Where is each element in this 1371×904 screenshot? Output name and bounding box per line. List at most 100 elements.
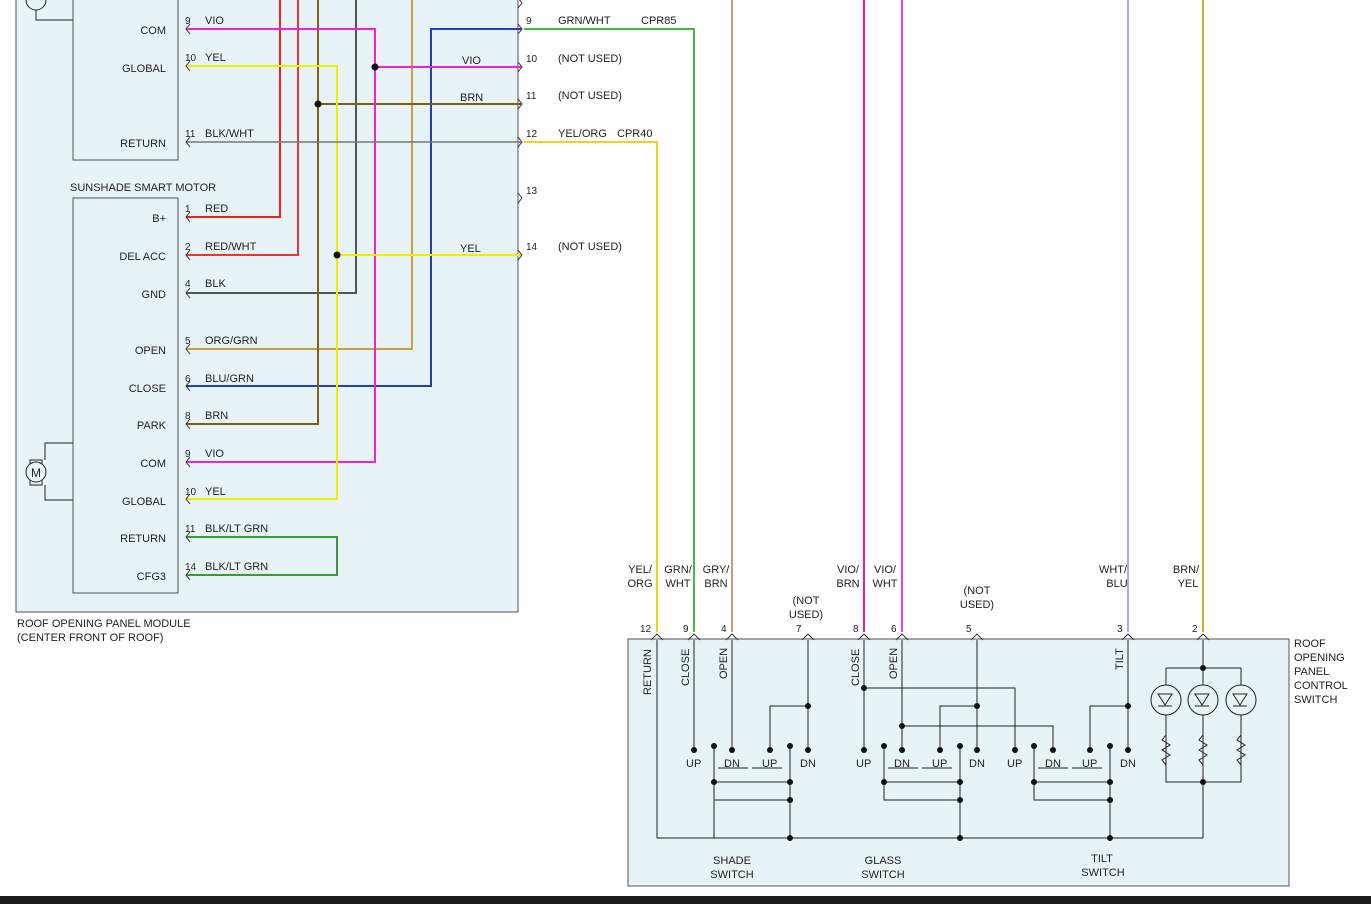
wire-blk xyxy=(186,0,357,294)
sw-pin-6: 6 xyxy=(891,624,897,635)
upper-motor-box xyxy=(72,0,179,161)
dn-label: DN xyxy=(894,758,910,770)
ss-pin-num-6: 6 xyxy=(185,374,191,385)
edge-pin-num-11: 11 xyxy=(526,91,537,102)
junction-yel xyxy=(333,251,341,259)
sw-pin-2: 2 xyxy=(1192,624,1198,635)
edge-pin-circuit-9: CPR85 xyxy=(641,15,676,27)
shade-switch-1: SHADE xyxy=(713,855,751,867)
ss-pin-num-10: 10 xyxy=(185,487,197,498)
resistor-icon xyxy=(1161,734,1171,766)
sw-wire-notused-5-1: (NOT xyxy=(964,585,991,597)
switch-circuits xyxy=(656,640,1242,841)
sw-wire-vio-wht-2: WHT xyxy=(872,578,897,590)
sunshade-pin-label-return: RETURN xyxy=(120,533,166,545)
sunshade-pin-label-open: OPEN xyxy=(135,345,166,357)
sunshade-motor-box xyxy=(72,197,179,594)
wire-label-brn-c11: BRN xyxy=(460,92,483,104)
cs-title-2: OPENING xyxy=(1294,652,1345,664)
dn-label: DN xyxy=(800,758,816,770)
upper-pin-wire-9: VIO xyxy=(205,15,224,27)
sw-pin-8: 8 xyxy=(853,624,859,635)
sunshade-pin-label-global: GLOBAL xyxy=(122,496,166,508)
edge-pin-wire-12: YEL/ORG xyxy=(558,128,607,140)
junction-vio xyxy=(371,63,379,71)
resistor-icon xyxy=(1198,734,1208,766)
sunshade-pin-label-bplus: B+ xyxy=(152,213,166,225)
edge-connector: 9 GRN/WHT CPR85 10 (NOT USED) 11 (NOT US… xyxy=(517,0,676,261)
ss-pin-num-4: 4 xyxy=(185,279,191,290)
wire-blu-grn xyxy=(186,28,521,387)
sunshade-pin-label-cfg3: CFG3 xyxy=(137,571,166,583)
sw-wire-notused-7-1: (NOT xyxy=(793,595,820,607)
ss-pin-num-14: 14 xyxy=(185,562,197,573)
ss-pin-wire-9: VIO xyxy=(205,448,224,460)
wire-yel xyxy=(186,65,338,500)
wire-red xyxy=(186,0,281,218)
module-title-line2: (CENTER FRONT OF ROOF) xyxy=(17,632,163,644)
edge-pin-num-10: 10 xyxy=(526,54,538,65)
ss-pin-wire-8: BRN xyxy=(205,410,228,422)
bottom-scrollbar[interactable] xyxy=(0,896,1371,904)
edge-pin-wire-11: (NOT USED) xyxy=(558,90,622,102)
upper-pin-num-11: 11 xyxy=(185,129,196,140)
wire-label-vio-c10: VIO xyxy=(462,55,481,67)
edge-pin-wire-9: GRN/WHT xyxy=(558,15,611,27)
upper-pin-label-return: RETURN xyxy=(120,138,166,150)
tilt-switch-2: SWITCH xyxy=(1081,867,1124,879)
sunshade-pin-label-com: COM xyxy=(140,458,166,470)
sw-pin-9: 9 xyxy=(683,624,689,635)
cs-title-5: SWITCH xyxy=(1294,694,1337,706)
ss-pin-wire-14: BLK/LT GRN xyxy=(205,561,268,573)
cs-title-4: CONTROL xyxy=(1294,680,1348,692)
upper-pin-label-com: COM xyxy=(140,25,166,37)
fn-close-glass: CLOSE xyxy=(850,649,862,686)
ss-pin-num-11: 11 xyxy=(185,524,196,535)
sunshade-pin-label-del-acc: DEL ACC xyxy=(119,251,166,263)
ss-pin-wire-4: BLK xyxy=(205,278,226,290)
switch-pins: 12 9 4 7 8 6 5 3 2 xyxy=(640,624,1210,641)
sw-wire-yel-org-1: YEL/ xyxy=(628,564,653,576)
ss-pin-wire-6: BLU/GRN xyxy=(205,373,254,385)
sunshade-pin-label-park: PARK xyxy=(137,420,167,432)
wire-label-yel-c14: YEL xyxy=(460,243,481,255)
wire-yel-org xyxy=(524,141,658,632)
ss-pin-num-1: 1 xyxy=(185,204,191,215)
edge-pin-wire-10: (NOT USED) xyxy=(558,53,622,65)
edge-pin-num-13: 13 xyxy=(526,186,538,197)
ss-pin-wire-5: ORG/GRN xyxy=(205,335,258,347)
switch-function-labels: RETURN CLOSE OPEN CLOSE OPEN TILT xyxy=(642,648,1126,695)
wire-brn xyxy=(186,0,319,425)
sw-pin-4: 4 xyxy=(721,624,727,635)
sw-wire-vio-wht-1: VIO/ xyxy=(874,564,897,576)
sunshade-pin-label-gnd: GND xyxy=(142,289,167,301)
glass-switch-1: GLASS xyxy=(865,855,902,867)
upper-pin-wire-11: BLK/WHT xyxy=(205,128,254,140)
motor-m-label: M xyxy=(31,466,41,480)
switch-wire-labels: YEL/ ORG GRN/ WHT GRY/ BRN (NOT USED) VI… xyxy=(627,564,1200,621)
tilt-switch-1: TILT xyxy=(1091,853,1113,865)
edge-pin-circuit-12: CPR40 xyxy=(617,128,652,140)
sw-wire-notused-7-2: USED) xyxy=(789,609,823,621)
sw-pin-3: 3 xyxy=(1117,624,1123,635)
ss-pin-wire-2: RED/WHT xyxy=(205,241,257,253)
wire-red-wht xyxy=(186,0,299,256)
resistor-icon xyxy=(1236,734,1246,766)
module-wires xyxy=(186,0,521,576)
fn-open-shade: OPEN xyxy=(718,648,730,679)
upper-motor-symbol xyxy=(25,0,73,21)
led-indicator-group xyxy=(1150,684,1257,766)
ss-pin-wire-11: BLK/LT GRN xyxy=(205,523,268,535)
switch-up-dn-labels: UP DN UP DN UP DN UP DN UP DN UP DN xyxy=(686,758,1136,770)
glass-switch-2: SWITCH xyxy=(861,869,904,881)
dn-label: DN xyxy=(1045,758,1061,770)
junction-brn xyxy=(314,100,322,108)
control-switch-title: ROOF OPENING PANEL CONTROL SWITCH xyxy=(1294,638,1348,706)
ss-pin-num-9: 9 xyxy=(185,449,191,460)
sw-wire-grn-wht-1: GRN/ xyxy=(664,564,692,576)
sw-pin-7: 7 xyxy=(796,624,802,635)
wire-org-grn xyxy=(186,0,413,350)
up-label: UP xyxy=(932,758,947,770)
upper-pin-label-global: GLOBAL xyxy=(122,63,166,75)
control-switch-box xyxy=(627,638,1290,887)
